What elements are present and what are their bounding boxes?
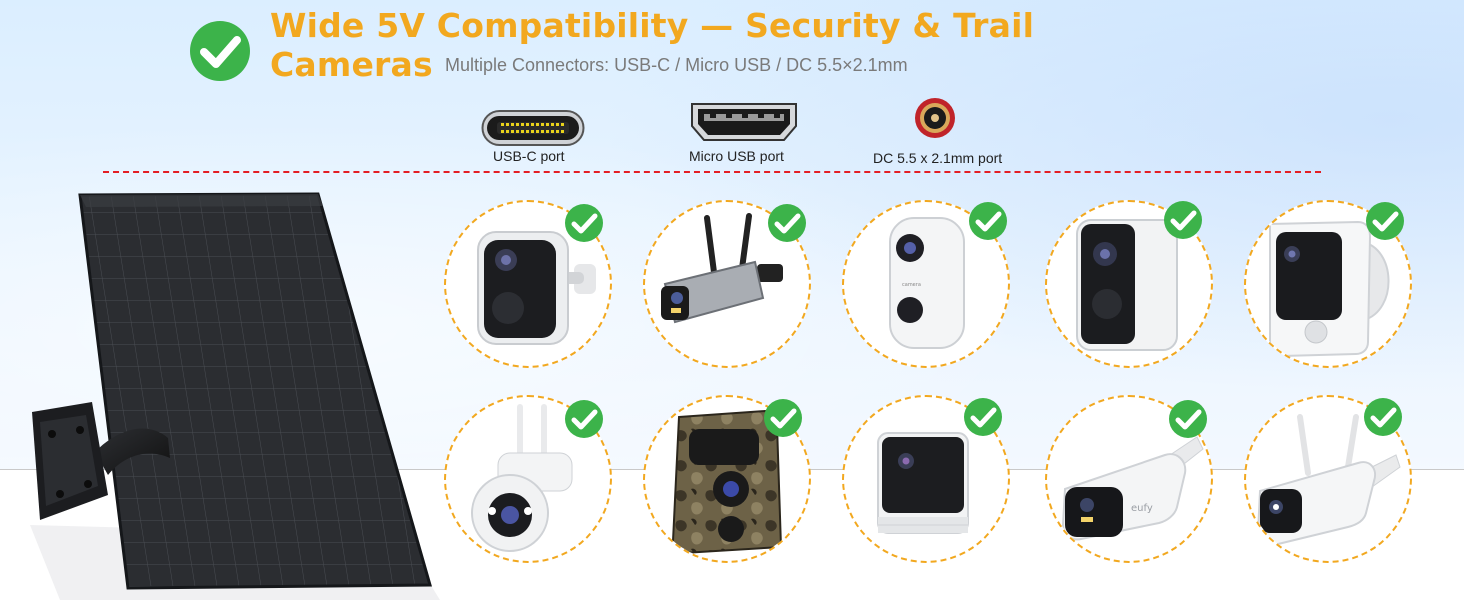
camera-circle-1: [444, 200, 612, 368]
eufy-camera-icon: eufy: [1061, 436, 1204, 541]
camera-circle-10: [1244, 395, 1412, 563]
page-title: Wide 5V Compatibility — Security & Trail…: [270, 6, 1035, 84]
camera-circle-4: [1045, 200, 1213, 368]
title-check-icon: [190, 21, 250, 81]
camera-2-check-icon: [768, 204, 806, 242]
usb-c-port-label: USB-C port: [493, 148, 565, 164]
camera-7-check-icon: [764, 399, 802, 437]
dc-barrel-port-icon: [915, 98, 955, 138]
camera-8-check-icon: [964, 398, 1002, 436]
camera-1-check-icon: [565, 204, 603, 242]
cube-camera-icon: [877, 432, 969, 534]
camera-4-check-icon: [1164, 201, 1202, 239]
micro-usb-port-label: Micro USB port: [689, 148, 784, 164]
camera-9-check-icon: [1169, 400, 1207, 438]
usb-c-port-icon: [481, 110, 585, 146]
dc-barrel-port-label: DC 5.5 x 2.1mm port: [873, 150, 1003, 166]
antenna-bullet-camera-icon: [661, 213, 783, 324]
svg-text:camera: camera: [902, 282, 921, 288]
ptz-camera-icon: [471, 404, 573, 552]
white-dome-camera-icon: camera: [889, 217, 965, 349]
dashed-divider: [103, 171, 1321, 173]
camera-10-check-icon: [1364, 398, 1402, 436]
solar-panel-image: [30, 192, 440, 600]
camera-6-check-icon: [565, 400, 603, 438]
camera-5-check-icon: [1366, 202, 1404, 240]
trail-camera-icon: [671, 409, 783, 555]
camera-3-check-icon: [969, 202, 1007, 240]
white-battery-camera-icon: [1076, 219, 1178, 351]
eufy-brand-text: eufy: [1131, 503, 1153, 514]
micro-usb-port-icon: [691, 103, 797, 141]
camera-circle-8: [842, 395, 1010, 563]
battery-camera-icon: [477, 231, 596, 345]
antenna-white-camera-icon: [1256, 414, 1401, 547]
page-subtitle: Multiple Connectors: USB-C / Micro USB /…: [445, 55, 908, 75]
doorbell-camera-icon: [1269, 220, 1390, 358]
